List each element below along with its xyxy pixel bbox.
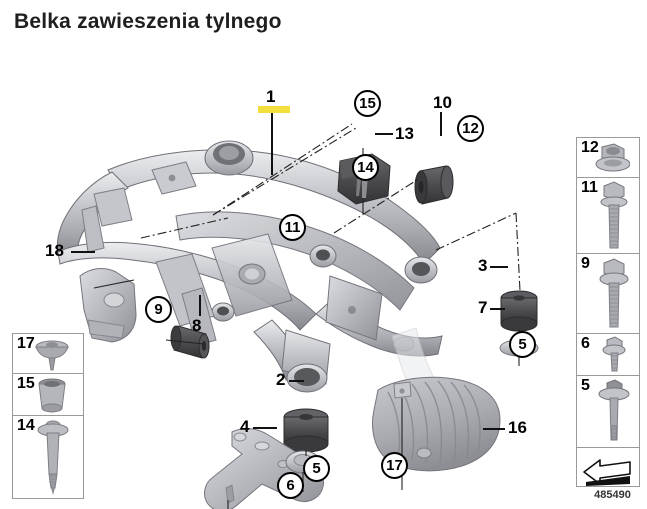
- reference-number: 485490: [594, 489, 631, 501]
- callout-10[interactable]: 10: [433, 93, 452, 112]
- hex-flange-bolt-short-icon: [577, 334, 639, 375]
- leader-4: [253, 427, 277, 429]
- long-bolt-icon: [13, 416, 83, 498]
- right-hardware-panel: 12 11 9: [576, 137, 640, 487]
- callout-1[interactable]: 1: [266, 87, 276, 106]
- callout-2[interactable]: 2: [276, 370, 286, 389]
- callout-6[interactable]: 6: [277, 472, 304, 499]
- callout-16[interactable]: 16: [508, 418, 527, 437]
- panel-cell-direction-arrow: [577, 448, 639, 488]
- leader-18: [71, 251, 95, 253]
- flange-nut-icon: [577, 138, 639, 177]
- panel-cell-14[interactable]: 14: [13, 416, 83, 498]
- leader-2: [289, 380, 304, 382]
- leader-1: [271, 113, 273, 175]
- panel-cell-5[interactable]: 5: [577, 376, 639, 448]
- clip-rivet-icon: [13, 334, 83, 373]
- direction-arrow-icon: [577, 448, 639, 488]
- callout-15[interactable]: 15: [354, 90, 381, 117]
- panel-item-number: 11: [581, 179, 598, 196]
- callout-4[interactable]: 4: [240, 417, 250, 436]
- panel-cell-17[interactable]: 17: [13, 334, 83, 374]
- leader-7: [490, 308, 505, 310]
- panel-item-number: 15: [17, 375, 35, 392]
- leader-16: [483, 428, 505, 430]
- page-title: Belka zawieszenia tylnego: [14, 10, 282, 33]
- panel-cell-12[interactable]: 12: [577, 138, 639, 178]
- panel-item-number: 12: [581, 139, 599, 156]
- callout-14[interactable]: 14: [352, 154, 379, 181]
- callout-5-bottom[interactable]: 5: [303, 455, 330, 482]
- callout-3[interactable]: 3: [478, 256, 488, 275]
- callout-17[interactable]: 17: [381, 452, 408, 479]
- leader-13: [375, 133, 393, 135]
- panel-item-number: 17: [17, 335, 35, 352]
- callout-12[interactable]: 12: [457, 115, 484, 142]
- callout-11[interactable]: 11: [279, 214, 306, 241]
- leader-3: [490, 266, 508, 268]
- panel-item-number: 9: [581, 255, 590, 272]
- callout-1-highlight: [258, 106, 290, 113]
- bush-sleeve-icon: [13, 374, 83, 415]
- hex-flange-bolt-long-icon: [577, 254, 639, 333]
- panel-item-number: 6: [581, 335, 590, 352]
- callout-5-right[interactable]: 5: [509, 331, 536, 358]
- panel-item-number: 5: [581, 377, 590, 394]
- hex-flange-bolt-medium-icon: [577, 178, 639, 253]
- callout-9[interactable]: 9: [145, 296, 172, 323]
- part-16-heat-shield: [372, 376, 501, 472]
- panel-item-number: 14: [17, 417, 35, 434]
- part-2-bushing: [283, 408, 329, 453]
- assembly-guide-lines: [140, 123, 521, 292]
- leader-8: [199, 295, 201, 316]
- callout-7[interactable]: 7: [478, 298, 488, 317]
- leader-10: [440, 112, 442, 136]
- panel-cell-15[interactable]: 15: [13, 374, 83, 416]
- panel-cell-9[interactable]: 9: [577, 254, 639, 334]
- panel-cell-11[interactable]: 11: [577, 178, 639, 254]
- callout-13[interactable]: 13: [395, 124, 414, 143]
- callout-18[interactable]: 18: [45, 241, 64, 260]
- hex-flange-bolt-washer-icon: [577, 376, 639, 447]
- part-10-bushing: [414, 165, 454, 205]
- part-18-bracket: [79, 268, 137, 343]
- panel-cell-6[interactable]: 6: [577, 334, 639, 376]
- left-hardware-panel: 17 15 14: [12, 333, 84, 499]
- exploded-view-diagram: [0, 48, 647, 509]
- callout-8[interactable]: 8: [192, 316, 202, 335]
- part-3-bushing: [500, 290, 538, 332]
